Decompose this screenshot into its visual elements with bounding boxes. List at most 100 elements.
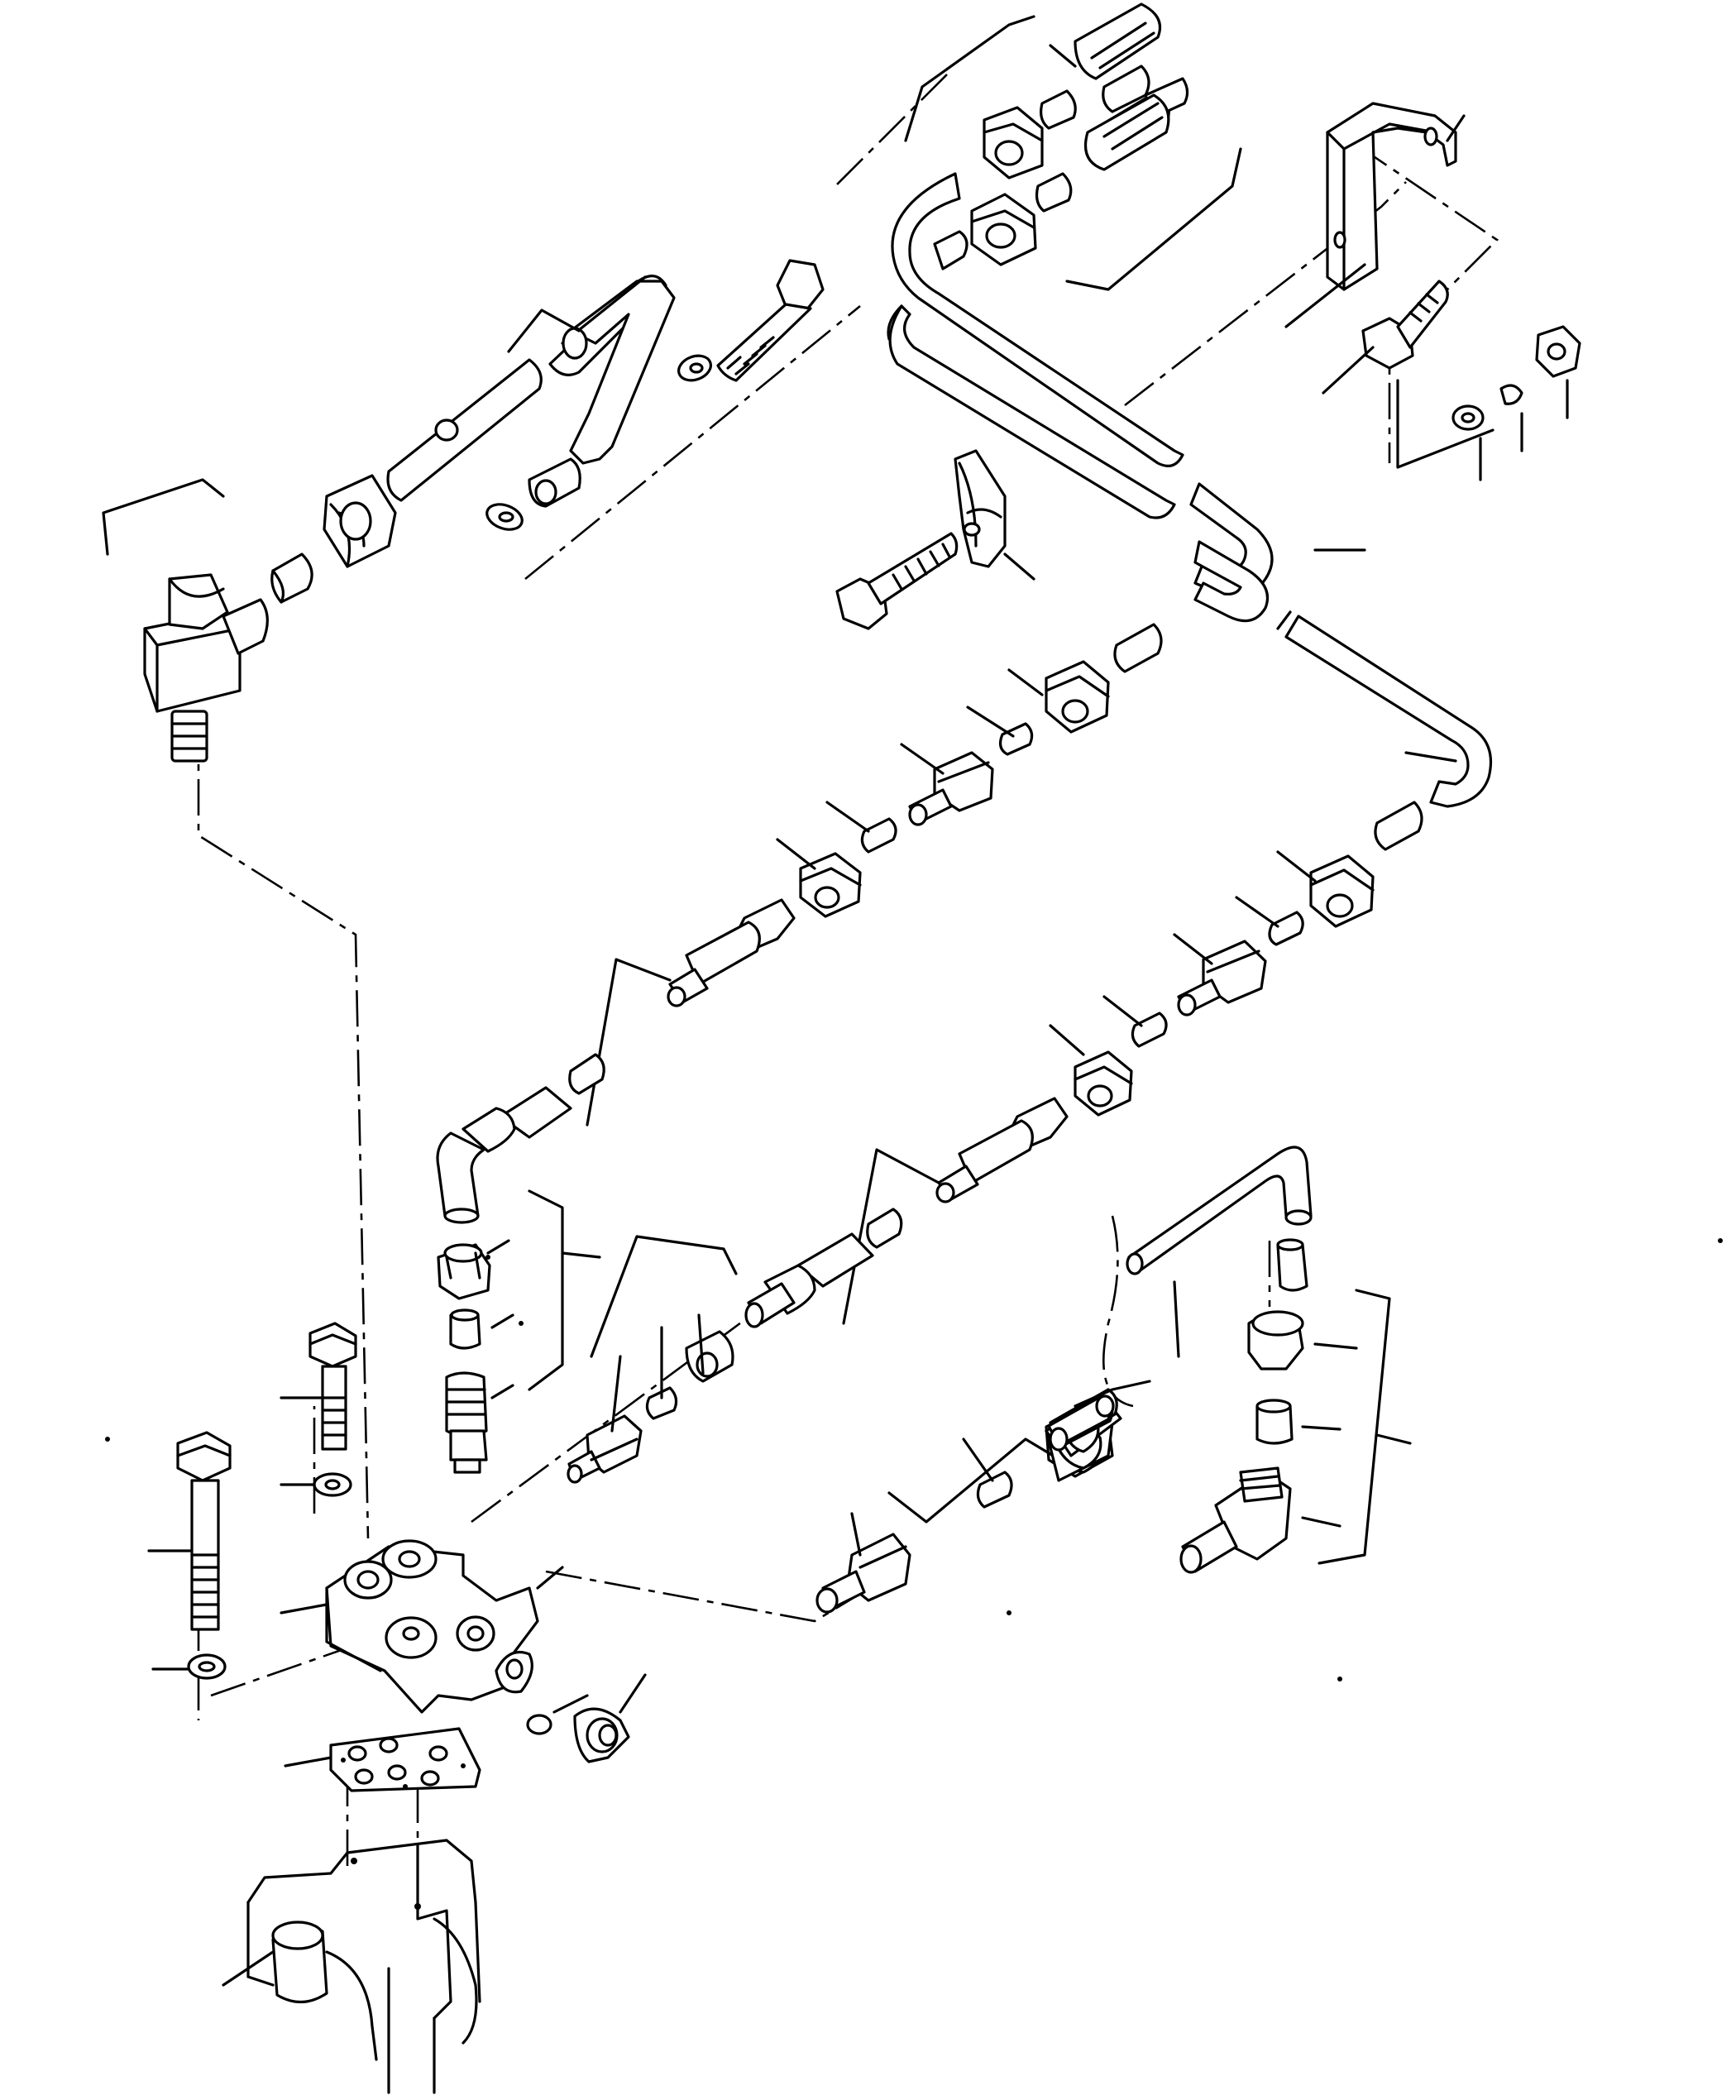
sleeve-nut-icon <box>1309 854 1375 928</box>
leader-l4 <box>1102 995 1143 1027</box>
leader-l2 <box>1235 896 1279 928</box>
centerline-upper-nuts <box>835 74 948 187</box>
leader-l3 <box>1173 933 1213 965</box>
fitting-chain-lower <box>842 801 1423 1325</box>
gasket <box>284 1727 481 1792</box>
connector-icon <box>445 1371 488 1437</box>
leader-sleeve-right <box>1074 1380 1151 1408</box>
pipe-loop-right <box>1189 482 1493 808</box>
lower-chain-fittings <box>567 1235 738 1484</box>
centerline-upper-left-pipe <box>524 304 861 581</box>
nut-top-a <box>983 106 1044 179</box>
ferrule-icon <box>1113 623 1163 673</box>
leader-bracket-top <box>904 15 1035 142</box>
pipe-upper-left <box>386 275 676 508</box>
leader-plug <box>619 1673 647 1714</box>
assembly-centerlines <box>197 74 1499 1902</box>
leader-stack-3 <box>490 1384 514 1399</box>
leader-bracket-stack <box>528 1189 564 1391</box>
bracket-right <box>1284 102 1466 328</box>
leader-washers <box>1396 379 1494 469</box>
fitting-chain-upper <box>586 623 1163 1127</box>
leader-l1 <box>1276 850 1317 883</box>
ferrule-icon <box>1035 172 1073 213</box>
leader-stack-2 <box>490 1313 514 1329</box>
connector-icon <box>1083 93 1170 171</box>
nut-top-b <box>970 193 1037 266</box>
ferrule-icon <box>998 722 1034 756</box>
leader-u4 <box>825 801 870 833</box>
leader-bracket-elbow <box>1318 1289 1391 1565</box>
bolt-icon <box>176 1431 232 1482</box>
leader-u2 <box>966 706 1015 738</box>
o-ring-icon <box>526 1714 552 1735</box>
bracket-washers <box>1396 325 1581 481</box>
left-vertical-stack <box>437 1189 601 1474</box>
leader-bracket-banjo <box>102 478 225 556</box>
leader-gasket <box>284 1756 332 1768</box>
leader-stack-1 <box>486 1239 510 1255</box>
pipe-right-lower <box>1126 1146 1313 1358</box>
ferrule-top-a <box>1040 89 1077 130</box>
leader-engine <box>222 1950 275 1987</box>
centerline-right-connector <box>545 1570 898 1623</box>
bracket-bolt-right <box>1322 280 1449 395</box>
sleeve-nut-icon <box>763 1264 816 1315</box>
bolt-icon <box>776 259 825 312</box>
pipe-long-upper <box>887 172 1184 519</box>
washer-upper-left <box>485 503 524 531</box>
pipe-mid-lower <box>744 1208 903 1328</box>
ferrule-icon <box>1040 89 1077 130</box>
leader-u1 <box>1007 668 1044 696</box>
ferrule-icon <box>976 1471 1013 1509</box>
centerline-lower-nut <box>471 1239 853 1524</box>
engine-block <box>222 1839 481 2094</box>
sleeve-nut-icon <box>1045 660 1110 734</box>
centerline-left-banjo <box>197 720 370 1539</box>
leader-bracket-connector-lower <box>887 1437 1069 1524</box>
centerline-clamp <box>1124 181 1407 407</box>
ferrule-icon <box>1374 801 1423 851</box>
leader-pipe-right <box>1173 1280 1180 1358</box>
stray-dots <box>105 1238 1723 1681</box>
clamp-center <box>835 449 1035 630</box>
leader-bracket-right <box>1446 114 1466 142</box>
engine-block-icon <box>246 1839 477 1904</box>
ferrule-icon <box>1131 1012 1168 1048</box>
ferrule-top-b <box>1035 172 1073 213</box>
ferrule-icon <box>860 817 897 854</box>
o-ring-and-plug <box>526 1673 647 1763</box>
centerline-pipe-c <box>1102 1215 1134 1408</box>
sleeve-nut-icon <box>461 1107 516 1153</box>
elbow-fitting-right <box>1179 1289 1412 1574</box>
centerline-washer <box>210 1632 390 1697</box>
leader-bracket-lower-chain <box>590 1235 738 1358</box>
leader-loop-b <box>1404 751 1457 763</box>
leader-u5 <box>776 838 816 870</box>
pipe-icon <box>386 358 543 502</box>
leader-bracket-pipe <box>507 309 581 353</box>
pipe-icon <box>436 1131 485 1222</box>
leader-filter-head <box>280 1603 328 1614</box>
bolt-icon <box>308 1322 357 1368</box>
pipe-icon <box>891 172 1184 467</box>
leader-clamp <box>1003 553 1035 581</box>
sleeve-nut-upper-left <box>323 474 397 568</box>
leader-bracket-u6 <box>586 958 672 1127</box>
leader-u3 <box>900 743 945 775</box>
bolt-tall-left <box>147 1431 232 1631</box>
ferrule-icon <box>645 1386 678 1420</box>
leader-bracket-top-b <box>1065 147 1242 291</box>
ferrule-upper-left <box>270 553 313 604</box>
bolt-upper-mid <box>677 259 825 382</box>
connector-top-b <box>1065 93 1242 291</box>
bolt-mid <box>280 1322 357 1497</box>
ferrule-icon <box>1268 911 1304 946</box>
sleeve-near-pipe-right <box>1047 1394 1115 1452</box>
pipe-mid-left <box>436 1053 605 1224</box>
leader-l5 <box>1049 1024 1085 1056</box>
banjo-fitting-upper-left <box>102 478 269 763</box>
washer-left-bottom <box>151 1653 227 1680</box>
